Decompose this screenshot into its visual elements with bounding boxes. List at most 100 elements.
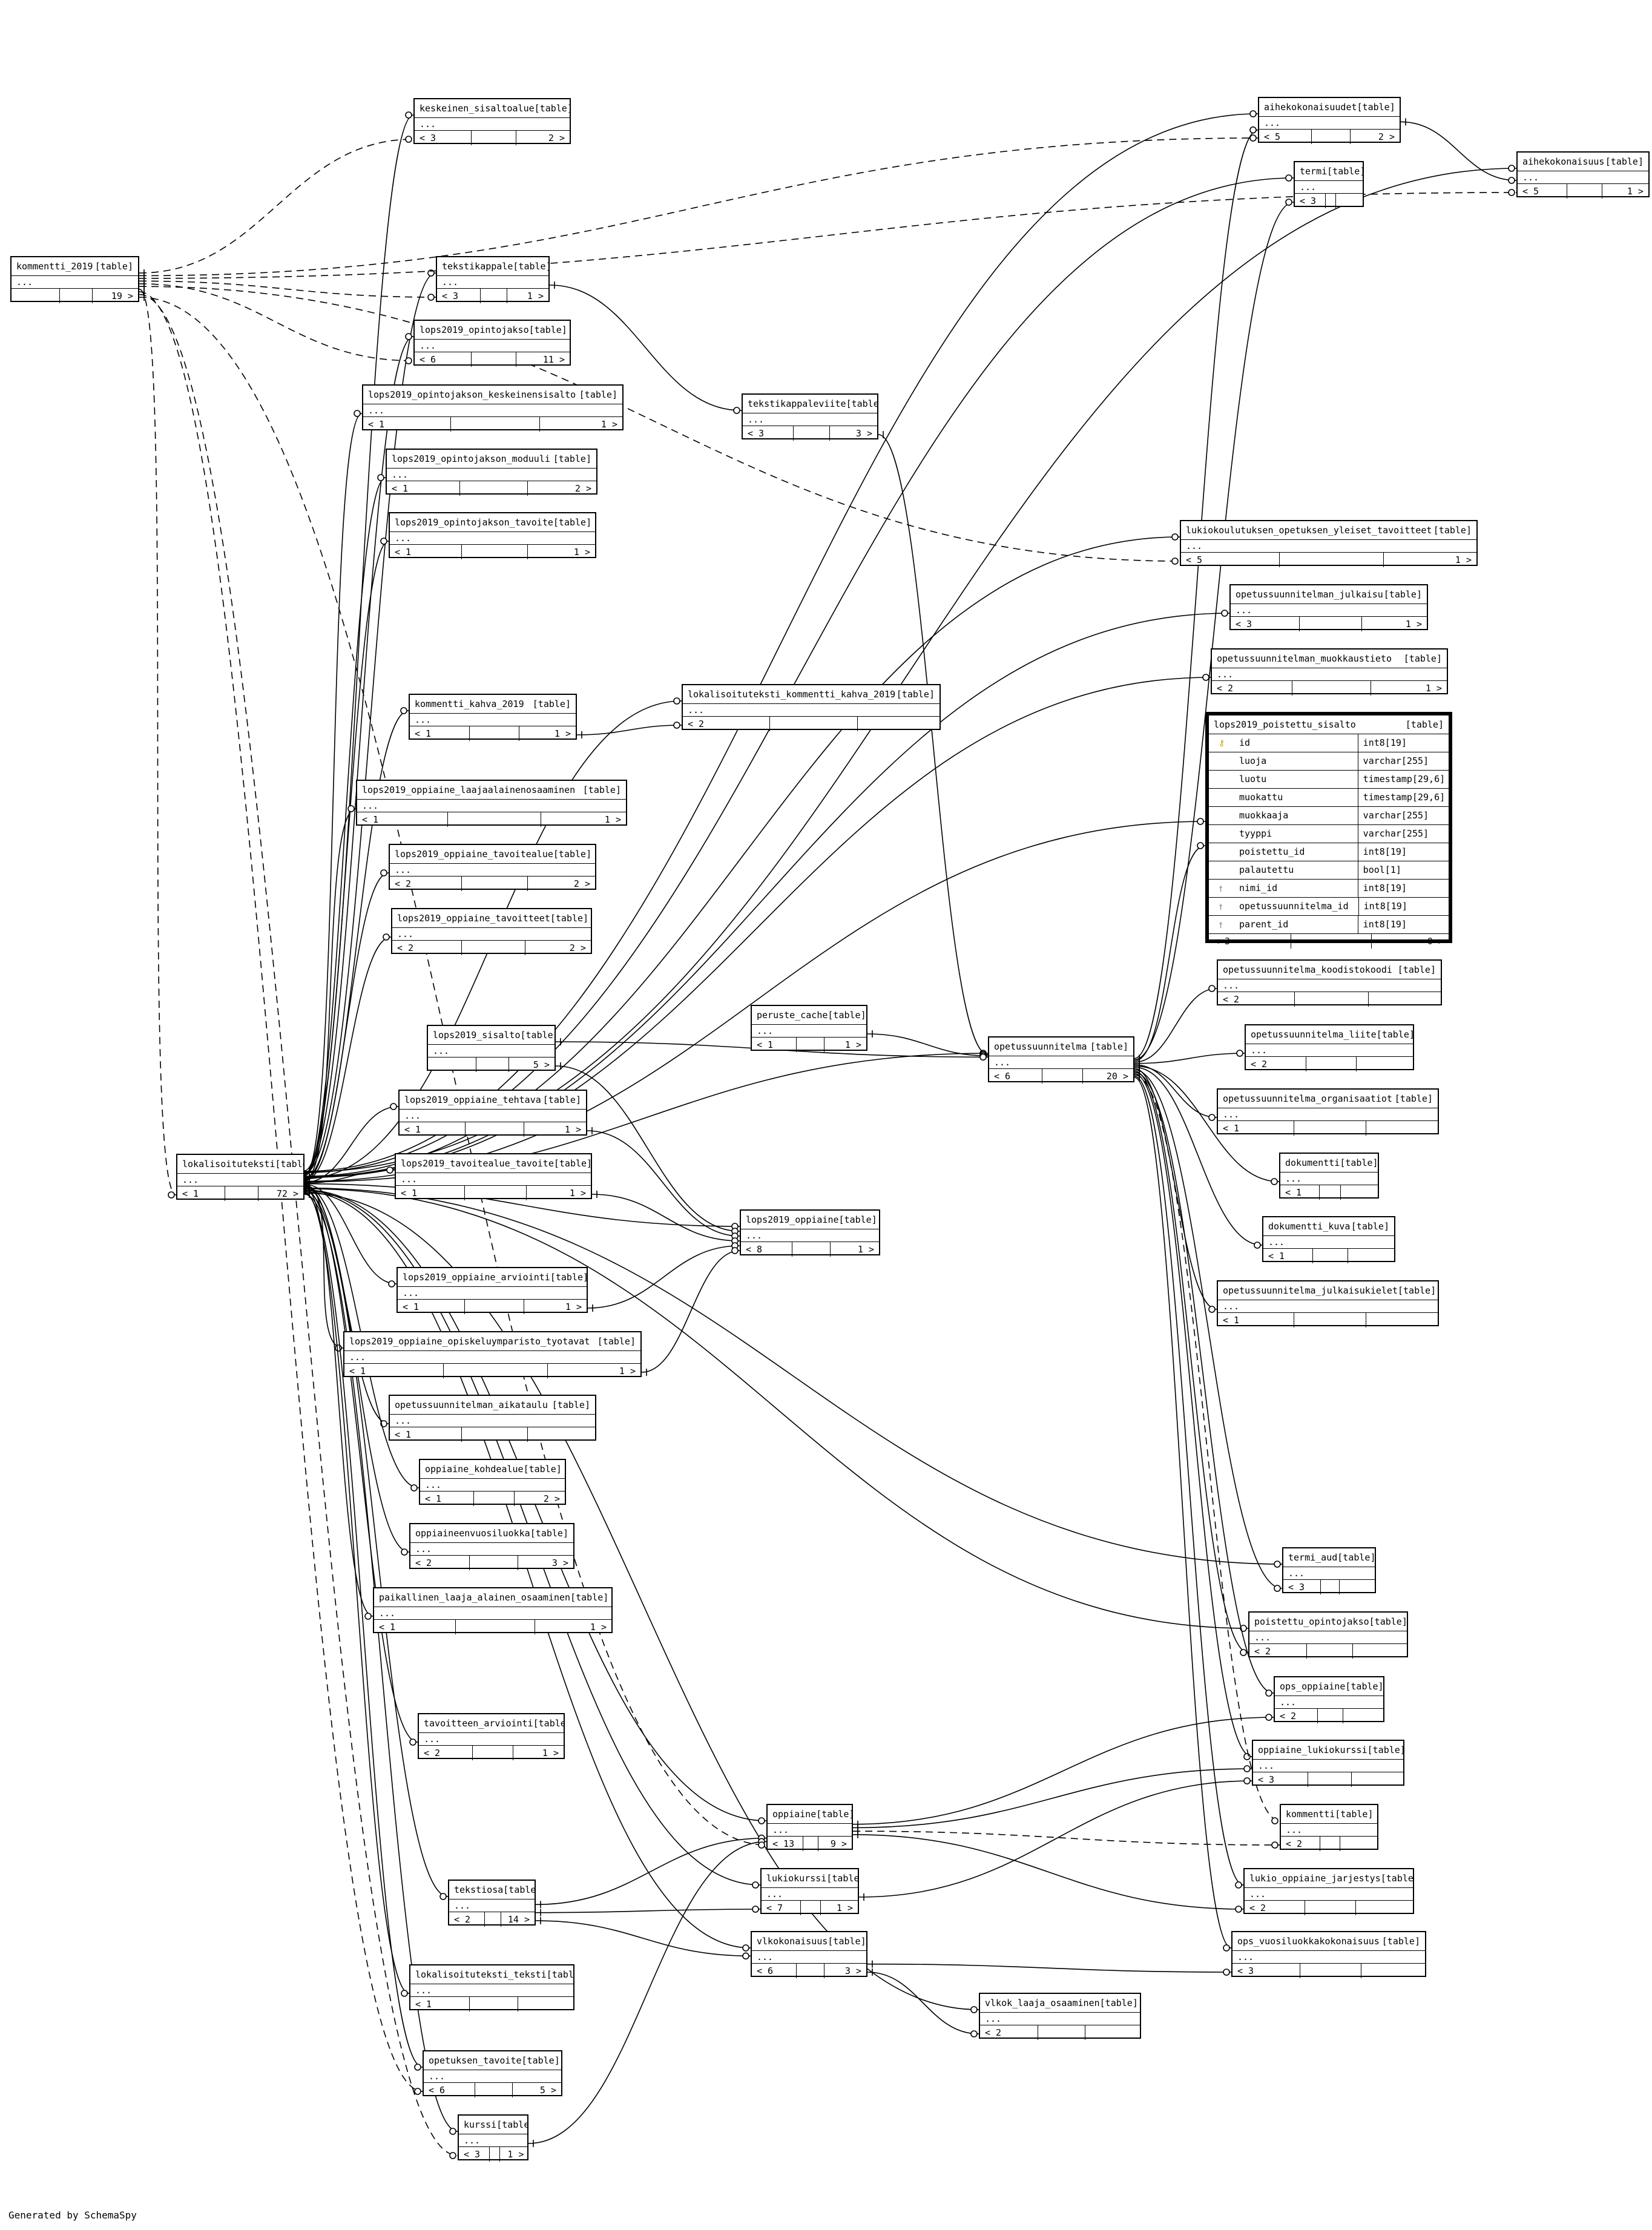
table-columns-collapsed: ... (1275, 1696, 1383, 1709)
table-node-ops-vuosiluokkakokonaisuus[interactable]: ops_vuosiluokkakokonaisuus[table]...< 3 (1231, 1931, 1426, 1978)
table-node-lokalisoituteksti-teksti[interactable]: lokalisoituteksti_teksti[table]...< 1 (409, 1964, 574, 2011)
column-name-cell: muokkaaja (1209, 807, 1358, 824)
table-node-lops2019-oppiaine-arviointi[interactable]: lops2019_oppiaine_arviointi[table]...< 1… (397, 1267, 588, 1314)
table-node-opetussuunnitelma-koodistokoodi[interactable]: opetussuunnitelma_koodistokoodi[table]..… (1217, 959, 1442, 1007)
child-count: 1 > (569, 1187, 586, 1199)
table-node-lops2019-oppiaine-opiskeluymparisto-tyotavat[interactable]: lops2019_oppiaine_opiskeluymparisto_tyot… (343, 1331, 642, 1378)
table-node-paikallinen-laaja-alainen-osaaminen[interactable]: paikallinen_laaja_alainen_osaaminen[tabl… (373, 1587, 613, 1634)
edge-endpoint-marker (388, 1280, 395, 1288)
table-node-kommentti[interactable]: kommentti[table]...< 2 (1280, 1804, 1378, 1851)
table-name: lokalisoituteksti_teksti (415, 1969, 547, 1980)
table-node-lops2019-sisalto[interactable]: lops2019_sisalto[table]...5 > (427, 1025, 556, 1072)
table-node-opetussuunnitelman-muokkaustieto[interactable]: opetussuunnitelman_muokkaustieto[table].… (1211, 648, 1448, 696)
table-node-oppiaine-lukiokurssi[interactable]: oppiaine_lukiokurssi[table]...< 3 (1252, 1740, 1404, 1787)
table-node-lops2019-oppiaine-tavoitteet[interactable]: lops2019_oppiaine_tavoitteet[table]...< … (391, 908, 592, 955)
table-node-poistettu-opintojakso[interactable]: poistettu_opintojakso[table]...< 2 (1248, 1611, 1408, 1659)
table-columns-collapsed: ... (12, 276, 138, 289)
table-node-opetussuunnitelma-julkaisukielet[interactable]: opetussuunnitelma_julkaisukielet[table].… (1217, 1280, 1439, 1327)
table-node-lukiokurssi[interactable]: lukiokurssi[table]...< 71 > (760, 1868, 859, 1915)
table-node-termi[interactable]: termi[table]...< 3 (1294, 161, 1364, 208)
table-node-lops2019-opintojakson-keskeinensisalto[interactable]: lops2019_opintojakson_keskeinensisalto[t… (362, 384, 624, 432)
parent-count: < 2 (1212, 681, 1293, 696)
table-name: lukiokurssi (766, 1872, 827, 1884)
table-node-lops2019-oppiaine-tavoitealue[interactable]: lops2019_oppiaine_tavoitealue[table]...<… (389, 844, 596, 891)
column-row: muokkaaja varchar[255] (1209, 807, 1449, 825)
edge-lokalisoituteksti-to-lops2019-oppiaine-tavoitealue (304, 872, 389, 1181)
table-node-lokalisoituteksti-kommentti-kahva-2019[interactable]: lokalisoituteksti_kommentti_kahva_2019[t… (682, 684, 941, 731)
table-node-kommentti-2019[interactable]: kommentti_2019[table]...19 > (10, 256, 139, 303)
table-footer: < 2 (1246, 1057, 1413, 1071)
column-count (1306, 1057, 1357, 1071)
table-node-tavoitteen-arviointi[interactable]: tavoitteen_arviointi[table]...< 21 > (418, 1713, 565, 1760)
table-type-tag: [table] (532, 698, 571, 709)
table-node-lops2019-opintojakson-tavoite[interactable]: lops2019_opintojakson_tavoite[table]...<… (389, 512, 596, 559)
table-node-lukio-oppiaine-jarjestys[interactable]: lukio_oppiaine_jarjestys[table]...< 2 (1243, 1868, 1414, 1915)
table-columns-collapsed: ... (398, 1287, 587, 1300)
table-node-ops-oppiaine[interactable]: ops_oppiaine[table]...< 2 (1274, 1676, 1384, 1723)
table-node-tekstiosa[interactable]: tekstiosa[table]...< 214 > (448, 1880, 536, 1927)
table-node-termi-aud[interactable]: termi_aud[table]...< 3 (1282, 1547, 1376, 1594)
edge-endpoint-marker (449, 2152, 456, 2159)
table-node-opetussuunnitelman-julkaisu[interactable]: opetussuunnitelman_julkaisu[table]...< 3… (1229, 584, 1428, 631)
edge-lokalisoituteksti-to-lokalisoituteksti-teksti (304, 1192, 410, 1994)
parent-count (428, 1057, 476, 1072)
table-type-tag: [table] (1605, 156, 1644, 167)
column-type: varchar[255] (1363, 810, 1429, 821)
table-type-tag: [table] (1433, 524, 1472, 536)
parent-count: < 3 (1253, 1772, 1309, 1787)
column-count (472, 131, 517, 145)
table-node-dokumentti-kuva[interactable]: dokumentti_kuva[table]...< 1 (1262, 1216, 1395, 1263)
table-node-opetussuunnitelma-liite[interactable]: opetussuunnitelma_liite[table]...< 2 (1245, 1024, 1414, 1071)
table-node-lops2019-oppiaine-laajaalainenosaaminen[interactable]: lops2019_oppiaine_laajaalainenosaaminen[… (356, 780, 627, 827)
column-name: palautettu (1239, 864, 1294, 875)
edge-endpoint-marker (752, 1906, 759, 1913)
table-columns-collapsed: ... (177, 1174, 303, 1186)
parent-count: < 3 (743, 426, 794, 441)
table-footer: < 1 1 > (396, 1186, 591, 1200)
table-node-tekstikappaleviite[interactable]: tekstikappaleviite[table]...< 33 > (742, 393, 878, 441)
parent-count: < 3 (1209, 934, 1291, 949)
column-count (481, 289, 508, 303)
table-columns-collapsed: ... (374, 1607, 611, 1620)
table-node-opetussuunnitelma-organisaatiot[interactable]: opetussuunnitelma_organisaatiot[table]..… (1217, 1088, 1439, 1136)
child-count (1353, 1644, 1407, 1659)
column-count (462, 877, 528, 891)
table-name: opetuksen_tavoite (429, 2054, 522, 2066)
parent-count: < 1 (396, 1186, 465, 1200)
table-node-kurssi[interactable]: kurssi[table]...< 31 > (458, 2114, 528, 2162)
table-node-vlkok-laaja-osaaminen[interactable]: vlkok_laaja_osaaminen[table]...< 2 (979, 1993, 1141, 2040)
table-node-opetussuunnitelman-aikataulu[interactable]: opetussuunnitelman_aikataulu[table]...< … (389, 1395, 596, 1442)
table-node-dokumentti[interactable]: dokumentti[table]...< 1 (1279, 1153, 1379, 1200)
table-header: lops2019_opintojakson_moduuli[table] (387, 450, 596, 469)
table-header: termi[table] (1295, 162, 1363, 181)
table-header: aihekokonaisuus[table] (1518, 153, 1648, 171)
child-count (1341, 1185, 1378, 1200)
parent-count: < 1 (1218, 1121, 1294, 1136)
column-name-cell: †opetussuunnitelma_id (1209, 898, 1359, 915)
table-node-lops2019-opintojakson-moduuli[interactable]: lops2019_opintojakson_moduuli[table]...<… (386, 449, 597, 496)
table-node-lokalisoituteksti[interactable]: lokalisoituteksti[table]...< 172 > (176, 1154, 304, 1201)
table-node-lops2019-tavoitealue-tavoite[interactable]: lops2019_tavoitealue_tavoite[table]...< … (395, 1153, 592, 1200)
table-node-lukiokoulutuksen-opetuksen-yleiset-tavoitteet[interactable]: lukiokoulutuksen_opetuksen_yleiset_tavoi… (1180, 520, 1478, 567)
table-header: ops_vuosiluokkakokonaisuus[table] (1232, 1932, 1425, 1951)
